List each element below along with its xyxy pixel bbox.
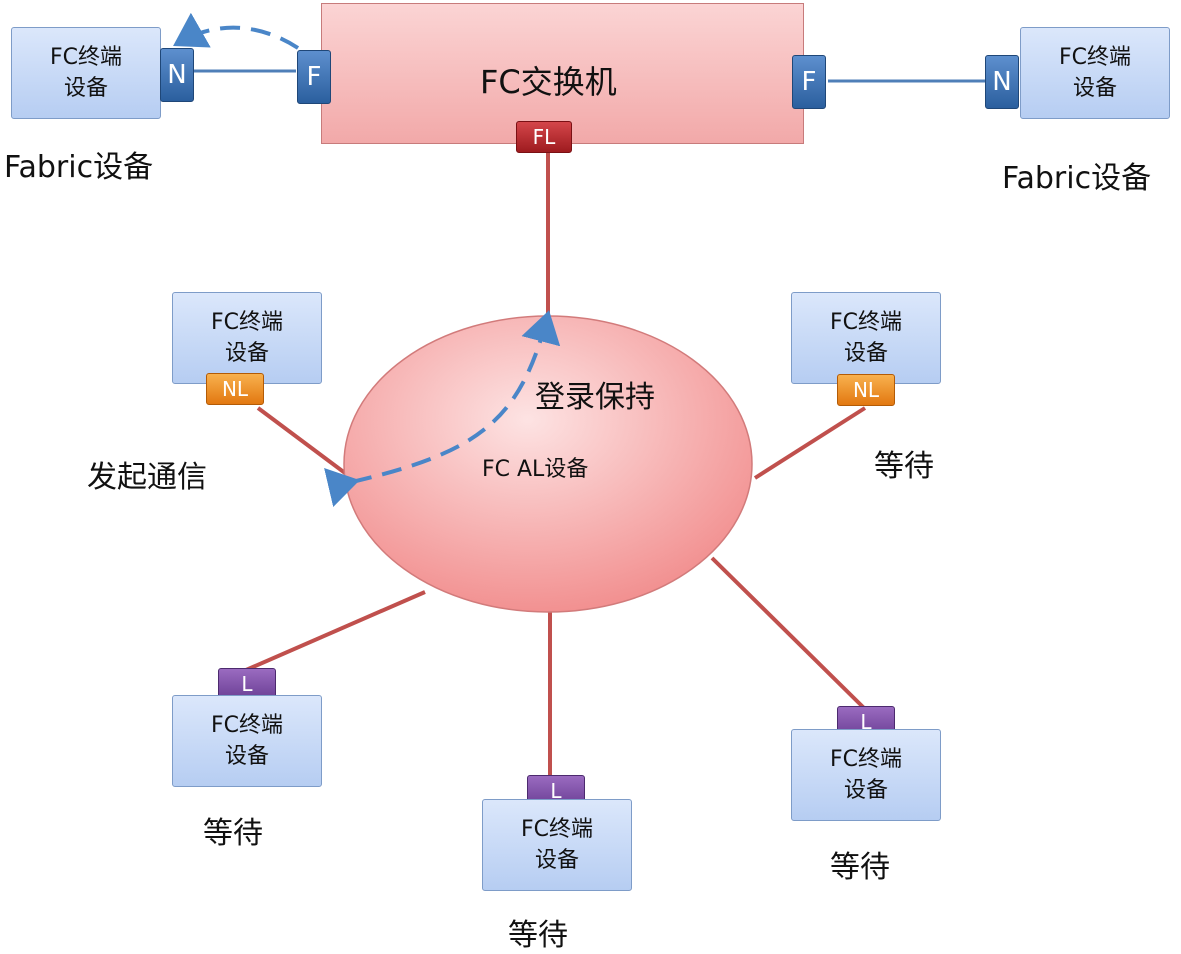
wait-bottom-label: 等待 (508, 918, 568, 953)
fc-switch-label: FC交换机 (480, 63, 617, 101)
loop-device-bottom: FC终端 设备 (482, 799, 632, 891)
fabric-right-label: Fabric设备 (1002, 161, 1152, 196)
dashed-arrow-f-to-n (173, 12, 300, 50)
device-line2: 设备 (843, 778, 888, 803)
fabric-left-label: Fabric设备 (4, 150, 154, 185)
loop-device-upper-right: FC终端 设备 (791, 292, 941, 384)
link-upper-right (753, 406, 867, 480)
fcal-loop-label: FC AL设备 (482, 457, 589, 482)
device-line2: 设备 (63, 76, 108, 101)
fabric-right-n-port: N (985, 55, 1019, 109)
device-line2: 设备 (224, 744, 269, 769)
link-lower-right (710, 556, 866, 710)
loop-device-lower-left: FC终端 设备 (172, 695, 322, 787)
upper-right-nl-port: NL (837, 374, 895, 406)
wait-upper-right-label: 等待 (874, 449, 934, 484)
fabric-device-left: FC终端 设备 (11, 27, 161, 119)
wait-lower-left-label: 等待 (203, 816, 263, 851)
device-line1: FC终端 (49, 45, 123, 70)
device-line1: FC终端 (829, 310, 903, 335)
link-lower-left (245, 590, 426, 672)
wait-lower-right-label: 等待 (830, 850, 890, 885)
link-upper-left (256, 406, 347, 475)
fabric-left-n-port: N (160, 48, 194, 102)
device-line2: 设备 (1072, 76, 1117, 101)
fabric-device-right: FC终端 设备 (1020, 27, 1170, 119)
fc-switch (321, 3, 804, 144)
device-line1: FC终端 (210, 713, 284, 738)
device-line2: 设备 (534, 848, 579, 873)
loop-device-lower-right: FC终端 设备 (791, 729, 941, 821)
device-line2: 设备 (843, 341, 888, 366)
dashed-arrow-loop-to-fl (324, 310, 561, 507)
upper-left-nl-port: NL (206, 373, 264, 405)
switch-fl-port: FL (516, 121, 572, 153)
loop-device-upper-left: FC终端 设备 (172, 292, 322, 384)
device-line1: FC终端 (210, 310, 284, 335)
device-line1: FC终端 (520, 817, 594, 842)
login-hold-label: 登录保持 (535, 380, 655, 415)
initiate-label: 发起通信 (87, 460, 207, 495)
device-line1: FC终端 (1058, 45, 1132, 70)
switch-f-port-right: F (792, 55, 826, 109)
device-line2: 设备 (224, 341, 269, 366)
device-line1: FC终端 (829, 747, 903, 772)
switch-f-port-left: F (297, 50, 331, 104)
